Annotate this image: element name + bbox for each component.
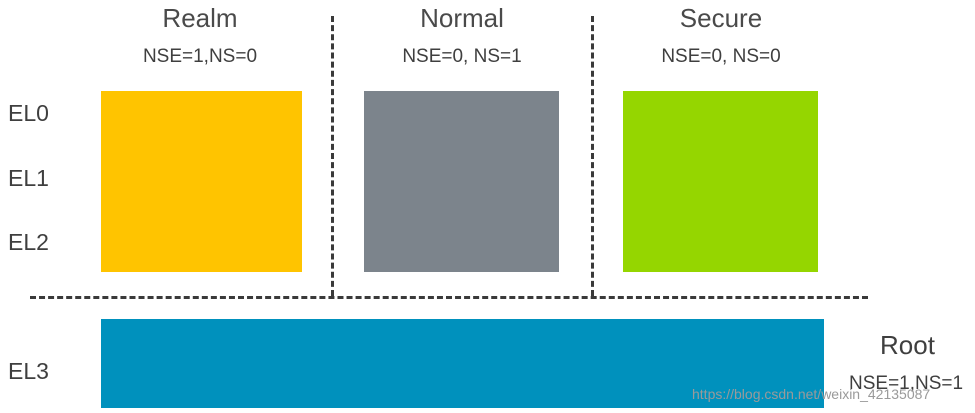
secure-world-title: Secure: [679, 3, 763, 33]
el1-label: EL1: [8, 165, 49, 191]
el3-separator: [30, 296, 868, 299]
watermark-text: https://blog.csdn.net/weixin_42135087: [692, 386, 931, 402]
normal-world-title: Normal: [420, 3, 504, 33]
el2-label: EL2: [8, 229, 49, 255]
normal-world-flags: NSE=0, NS=1: [402, 46, 522, 67]
realm-normal-separator: [331, 16, 334, 296]
el3-label: EL3: [8, 358, 49, 384]
normal-world-block: [364, 91, 559, 272]
secure-world-block: [623, 91, 818, 272]
realm-world-block: [101, 91, 302, 272]
realm-world-title: Realm: [162, 3, 238, 33]
root-world-title: Root: [880, 330, 935, 360]
root-world-block: [101, 319, 824, 408]
realm-world-flags: NSE=1,NS=0: [142, 46, 258, 67]
root-world-flags: NSE=1,NS=1: [849, 373, 964, 394]
normal-secure-separator: [591, 16, 594, 296]
secure-world-flags: NSE=0, NS=0: [661, 46, 781, 67]
el0-label: EL0: [8, 100, 49, 126]
